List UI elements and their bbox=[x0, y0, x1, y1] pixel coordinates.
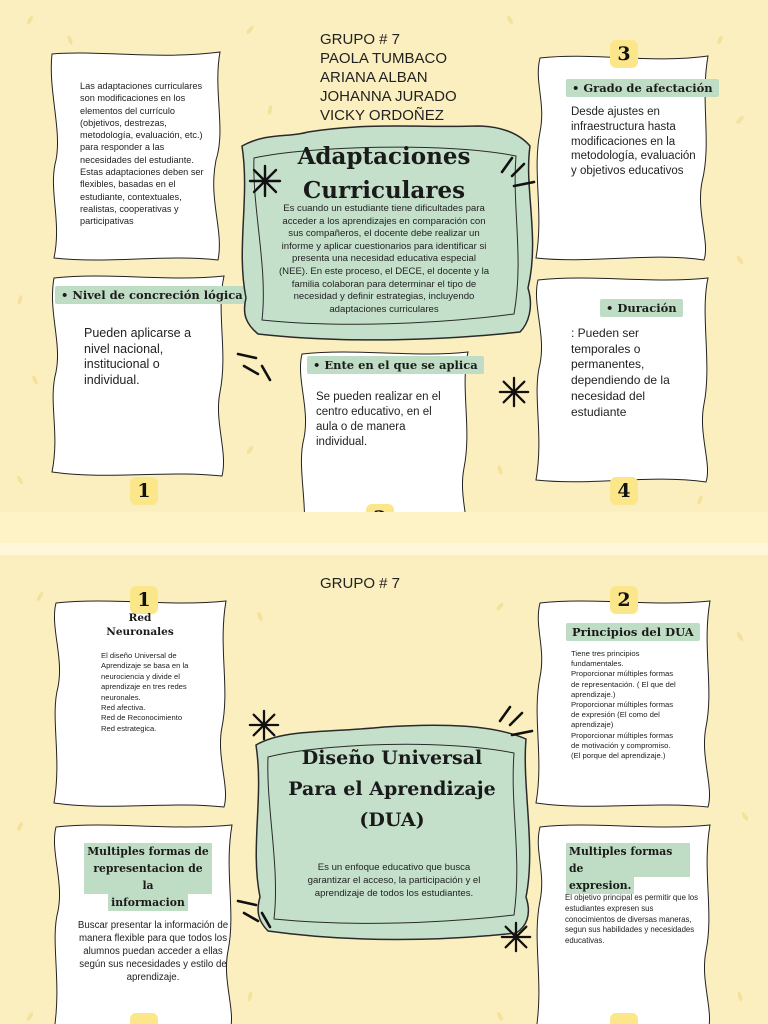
burst-lines-icon bbox=[234, 895, 274, 931]
number-badge: 2 bbox=[366, 504, 394, 512]
card-label: Multiples formas de expresion. bbox=[566, 843, 690, 894]
card-text: : Pueden ser temporales o permanentes, d… bbox=[571, 326, 683, 420]
burst-lines-icon bbox=[498, 154, 538, 190]
group-header: GRUPO # 7 PAOLA TUMBACO ARIANA ALBAN JOH… bbox=[320, 30, 457, 125]
center-text: Es un enfoque educativo que busca garant… bbox=[298, 861, 490, 900]
group-title: GRUPO # 7 bbox=[320, 574, 400, 594]
number-badge-partial bbox=[130, 1013, 158, 1024]
text-line: Tiene tres principios bbox=[571, 649, 711, 659]
label-line: Multiples formas de bbox=[84, 843, 212, 860]
member-name: JOHANNA JURADO bbox=[320, 87, 457, 106]
title-line: (DUA) bbox=[284, 805, 500, 836]
center-title: Adaptaciones Curriculares bbox=[268, 140, 500, 208]
intro-text: Las adaptaciones curriculares son modifi… bbox=[80, 80, 210, 228]
text-line: aprendizaje) bbox=[571, 720, 711, 730]
card-text: El diseño Universal de Aprendizaje se ba… bbox=[101, 651, 216, 734]
text-line: Red afectiva. bbox=[101, 703, 216, 713]
text-line: fundamentales. bbox=[571, 659, 711, 669]
center-text: Es cuando un estudiante tiene dificultad… bbox=[278, 203, 490, 316]
text-line: Red estrategica. bbox=[101, 724, 216, 734]
card-text: Pueden aplicarse a nivel nacional, insti… bbox=[84, 326, 204, 388]
label-line: Neuronales bbox=[100, 625, 180, 639]
group-title: GRUPO # 7 bbox=[320, 30, 457, 49]
card-label: Red Neuronales bbox=[100, 611, 180, 639]
label-line: expresion. bbox=[566, 877, 634, 894]
intro-card: Las adaptaciones curriculares son modifi… bbox=[48, 50, 224, 264]
number-badge: 1 bbox=[130, 586, 158, 614]
page-separator bbox=[0, 543, 768, 555]
text-line: de expresión (El como del bbox=[571, 710, 711, 720]
text-line: Proporcionar múltiples formas bbox=[571, 731, 711, 741]
card-label: • Duración bbox=[600, 299, 683, 317]
title-line: Diseño Universal bbox=[284, 743, 500, 774]
card-label: • Nivel de concreción lógica bbox=[55, 286, 249, 304]
title-line: Adaptaciones bbox=[268, 140, 500, 174]
card-label: • Grado de afectación bbox=[566, 79, 719, 97]
star-doodle-icon bbox=[500, 921, 532, 953]
burst-lines-icon bbox=[234, 348, 274, 384]
text-line: neurociencia y divide el bbox=[101, 672, 216, 682]
text-line: aprendizaje.) bbox=[571, 690, 711, 700]
text-line: de representación. ( El que del bbox=[571, 680, 711, 690]
number-badge: 4 bbox=[610, 477, 638, 505]
card-text: Desde ajustes en infraestructura hasta m… bbox=[571, 105, 701, 179]
slide-dua: GRUPO # 7 1 Red Neuronales El diseño Uni… bbox=[0, 555, 768, 1024]
number-badge-partial bbox=[610, 1013, 638, 1024]
text-line: Aprendizaje se basa en la bbox=[101, 661, 216, 671]
text-line: Proporcionar múltiples formas bbox=[571, 700, 711, 710]
text-line: (El porque del aprendizaje.) bbox=[571, 751, 711, 761]
text-line: Red de Reconocimiento bbox=[101, 713, 216, 723]
text-line: El diseño Universal de bbox=[101, 651, 216, 661]
card-label: • Ente en el que se aplica bbox=[307, 356, 484, 374]
star-doodle-icon bbox=[248, 164, 282, 198]
center-title: Diseño Universal Para el Aprendizaje (DU… bbox=[284, 743, 500, 836]
label-line: Multiples formas de bbox=[566, 843, 690, 877]
card-label: Multiples formas de representacion de la… bbox=[84, 843, 212, 911]
card-text: El objetivo principal es permitir que lo… bbox=[565, 893, 705, 947]
text-line: Proporcionar múltiples formas bbox=[571, 669, 711, 679]
burst-lines-icon bbox=[496, 703, 536, 739]
card-text: Se pueden realizar en el centro educativ… bbox=[316, 390, 444, 450]
member-name: PAOLA TUMBACO bbox=[320, 49, 457, 68]
text-line: aprendizaje en tres redes bbox=[101, 682, 216, 692]
slide-adaptaciones: GRUPO # 7 PAOLA TUMBACO ARIANA ALBAN JOH… bbox=[0, 0, 768, 512]
text-line: neuronales. bbox=[101, 693, 216, 703]
label-line: Red bbox=[100, 611, 180, 625]
label-line: representacion de la bbox=[84, 860, 212, 894]
star-doodle-icon bbox=[498, 376, 530, 408]
number-badge: 3 bbox=[610, 40, 638, 68]
title-line: Para el Aprendizaje bbox=[284, 774, 500, 805]
label-line: informacion bbox=[108, 894, 188, 911]
card-text: Tiene tres principios fundamentales. Pro… bbox=[571, 649, 711, 761]
card-text: Buscar presentar la información de maner… bbox=[74, 919, 232, 984]
member-name: ARIANA ALBAN bbox=[320, 68, 457, 87]
text-line: de motivación y compromiso. bbox=[571, 741, 711, 751]
number-badge: 2 bbox=[610, 586, 638, 614]
card-label: Principios del DUA bbox=[566, 623, 700, 641]
number-badge: 1 bbox=[130, 477, 158, 505]
star-doodle-icon bbox=[248, 709, 280, 741]
